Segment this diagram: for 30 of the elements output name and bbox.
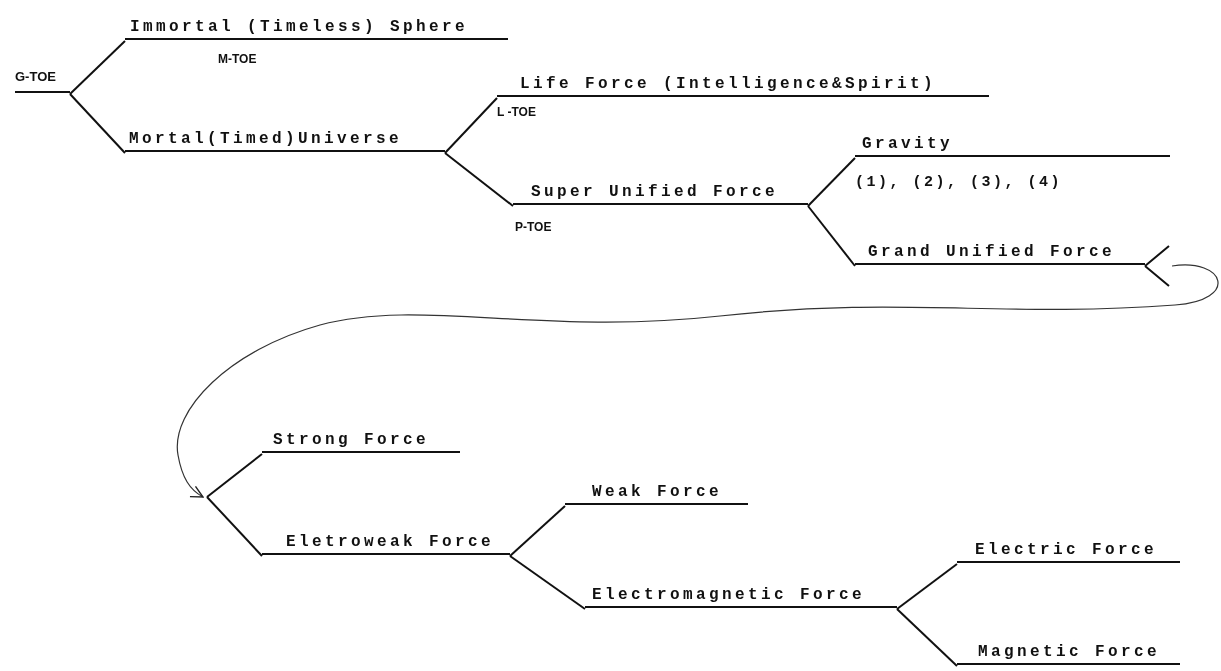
- branch-line: [444, 152, 514, 207]
- branch-label: Gravity: [862, 135, 953, 153]
- branch-label: Strong Force: [273, 431, 430, 449]
- branch-tag: (1), (2), (3), (4): [855, 174, 1063, 191]
- branch-label: Life Force (Intelligence&Spirit): [520, 75, 937, 93]
- branch-tag: P-TOE: [515, 220, 552, 234]
- branch-label: Electric Force: [975, 541, 1158, 559]
- branch-label: Mortal(Timed)Universe: [129, 130, 403, 148]
- branch-tag: M-TOE: [218, 52, 257, 66]
- branch-line: [444, 97, 498, 154]
- branch-line: [206, 496, 263, 557]
- curved-arrow: [176, 264, 1219, 498]
- branch-label: Super Unified Force: [531, 183, 779, 201]
- branch-line: [69, 40, 126, 95]
- branch-label: Eletroweak Force: [286, 533, 495, 551]
- branch-line: [206, 453, 263, 498]
- branch-label: Immortal (Timeless) Sphere: [130, 18, 469, 36]
- branch-line: [509, 505, 566, 557]
- branch-label: Magnetic Force: [978, 643, 1161, 661]
- branch-label: G-TOE: [15, 69, 56, 84]
- branch-line: [69, 93, 126, 154]
- branch-label: Grand Unified Force: [868, 243, 1116, 261]
- branch-label: Electromagnetic Force: [592, 586, 866, 604]
- branch-line: [807, 157, 856, 207]
- branch-line: [896, 608, 958, 667]
- branch-line: [509, 555, 586, 610]
- branch-label: Weak Force: [592, 483, 722, 501]
- branch-line: [807, 205, 856, 267]
- branch-tag: L -TOE: [497, 105, 536, 119]
- branch-line: [896, 563, 958, 610]
